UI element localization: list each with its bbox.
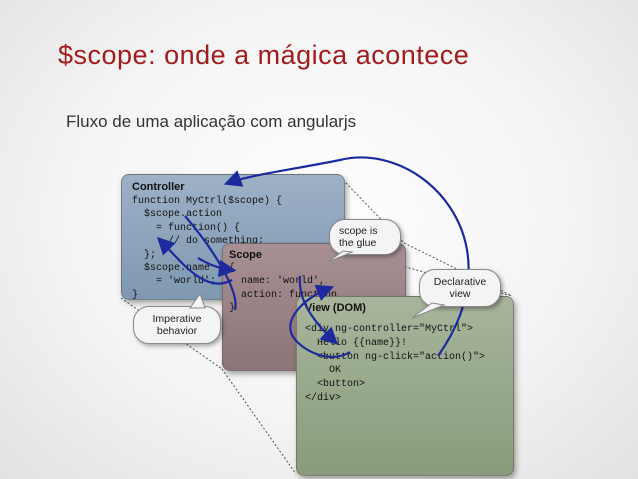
- slide-title: $scope: onde a mágica acontece: [58, 40, 470, 70]
- view-heading: View (DOM): [305, 302, 366, 314]
- scope-glue-text: scope is the glue: [339, 225, 378, 249]
- scope-glue-bubble: scope is the glue: [329, 219, 401, 255]
- imperative-behavior-text: Imperative behavior: [152, 313, 202, 337]
- view-code: <div ng-controller="MyCtrl"> Hello {{nam…: [305, 324, 486, 404]
- declarative-view-text: Declarative view: [433, 276, 487, 300]
- declarative-view-bubble: Declarative view: [419, 269, 501, 307]
- view-panel: View (DOM) <div ng-controller="MyCtrl"> …: [296, 296, 514, 476]
- slide-subtitle: Fluxo de uma aplicação com angularjs: [66, 112, 357, 131]
- controller-heading: Controller: [132, 181, 185, 193]
- imperative-behavior-bubble: Imperative behavior: [133, 306, 221, 344]
- scope-heading: Scope: [229, 249, 263, 261]
